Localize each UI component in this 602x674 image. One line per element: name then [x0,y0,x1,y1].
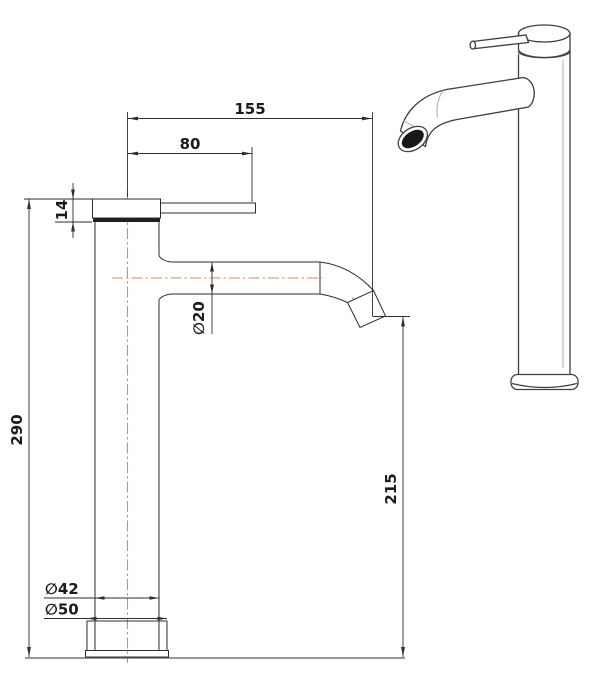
render-base-flange [510,373,579,391]
dimension-handle-length: 80 [128,135,253,202]
dimension-label: 155 [234,100,265,118]
dimension-label: 14 [53,200,71,221]
dimension-spout-height: 215 [373,316,410,657]
cartridge-head [92,198,161,219]
dimension-label: 80 [180,135,201,153]
dimension-overall-height: 290 [8,199,31,657]
dimension-spout-diameter: ∅20 [190,262,214,335]
spout-top-edge [158,255,320,263]
render-handle-lever [469,34,530,50]
render-spout-outlet [397,125,429,153]
spout-bend-outer [319,261,374,291]
dimension-cartridge-height: 14 [24,183,92,238]
render-spout-seam [436,90,444,118]
render-base-outline [510,373,579,391]
spout-bend-inner [319,293,348,303]
dimension-body-diameter: ∅42 [44,580,159,600]
dimension-label: ∅20 [190,301,208,335]
dimension-base-diameter: ∅50 [44,601,167,621]
render-spout [397,76,535,153]
spout-bottom-edge [158,293,320,300]
dimension-label: ∅42 [45,580,79,598]
cartridge-seam-band [93,218,160,222]
dimension-label: 290 [8,414,26,445]
render-view [397,24,579,391]
render-lever-tip [469,40,477,50]
front-view-outline [25,198,405,659]
render-spout-outline [399,76,535,148]
dimension-spout-reach: 155 [127,100,373,317]
render-cap-top [517,24,571,43]
handle-lever [160,202,256,214]
render-base-rim [511,382,578,389]
render-outlet-opening [401,129,424,149]
dimension-label: ∅50 [45,601,79,619]
render-cap [517,24,572,59]
centerlines [103,189,376,663]
base-plate [85,650,169,658]
front-view-drawing: 155 80 14 290 [8,100,410,663]
dimension-label: 215 [382,473,400,504]
spout-outlet-cut [346,289,387,329]
